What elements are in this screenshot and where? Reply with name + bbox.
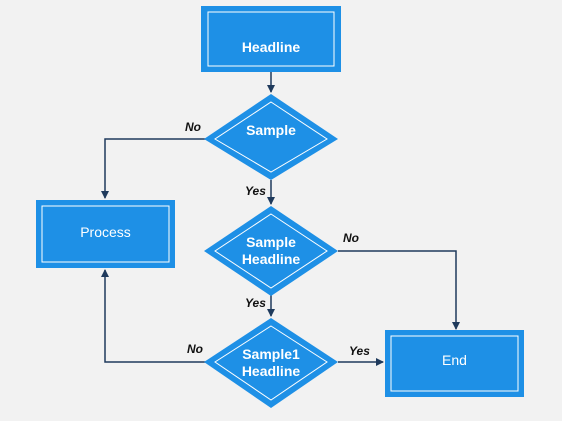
end-box — [385, 330, 524, 397]
edge-label-decision3-no: No — [187, 342, 203, 356]
connector-decision2-no-to-end — [338, 250, 460, 330]
edge-label-decision3-yes: Yes — [349, 344, 370, 358]
connector-decision1-no-to-process — [101, 138, 206, 199]
headline-box-inner-border — [207, 11, 335, 67]
connector-decision3-no-to-process — [101, 269, 206, 363]
process-box — [36, 200, 175, 268]
decision2-diamond — [204, 206, 338, 296]
decision1-diamond — [204, 94, 338, 180]
process-box-inner-border — [41, 205, 170, 263]
headline-box — [201, 6, 341, 72]
end-box-inner-border — [390, 335, 519, 392]
edge-label-decision1-yes: Yes — [245, 184, 266, 198]
decision3-diamond — [204, 318, 338, 408]
edge-label-decision2-no: No — [343, 231, 359, 245]
edge-label-decision1-no: No — [185, 120, 201, 134]
decision2-diamond-inner-border — [214, 213, 328, 289]
decision3-diamond-inner-border — [214, 325, 328, 401]
decision1-diamond-inner-border — [214, 101, 328, 173]
edge-label-decision2-yes: Yes — [245, 296, 266, 310]
